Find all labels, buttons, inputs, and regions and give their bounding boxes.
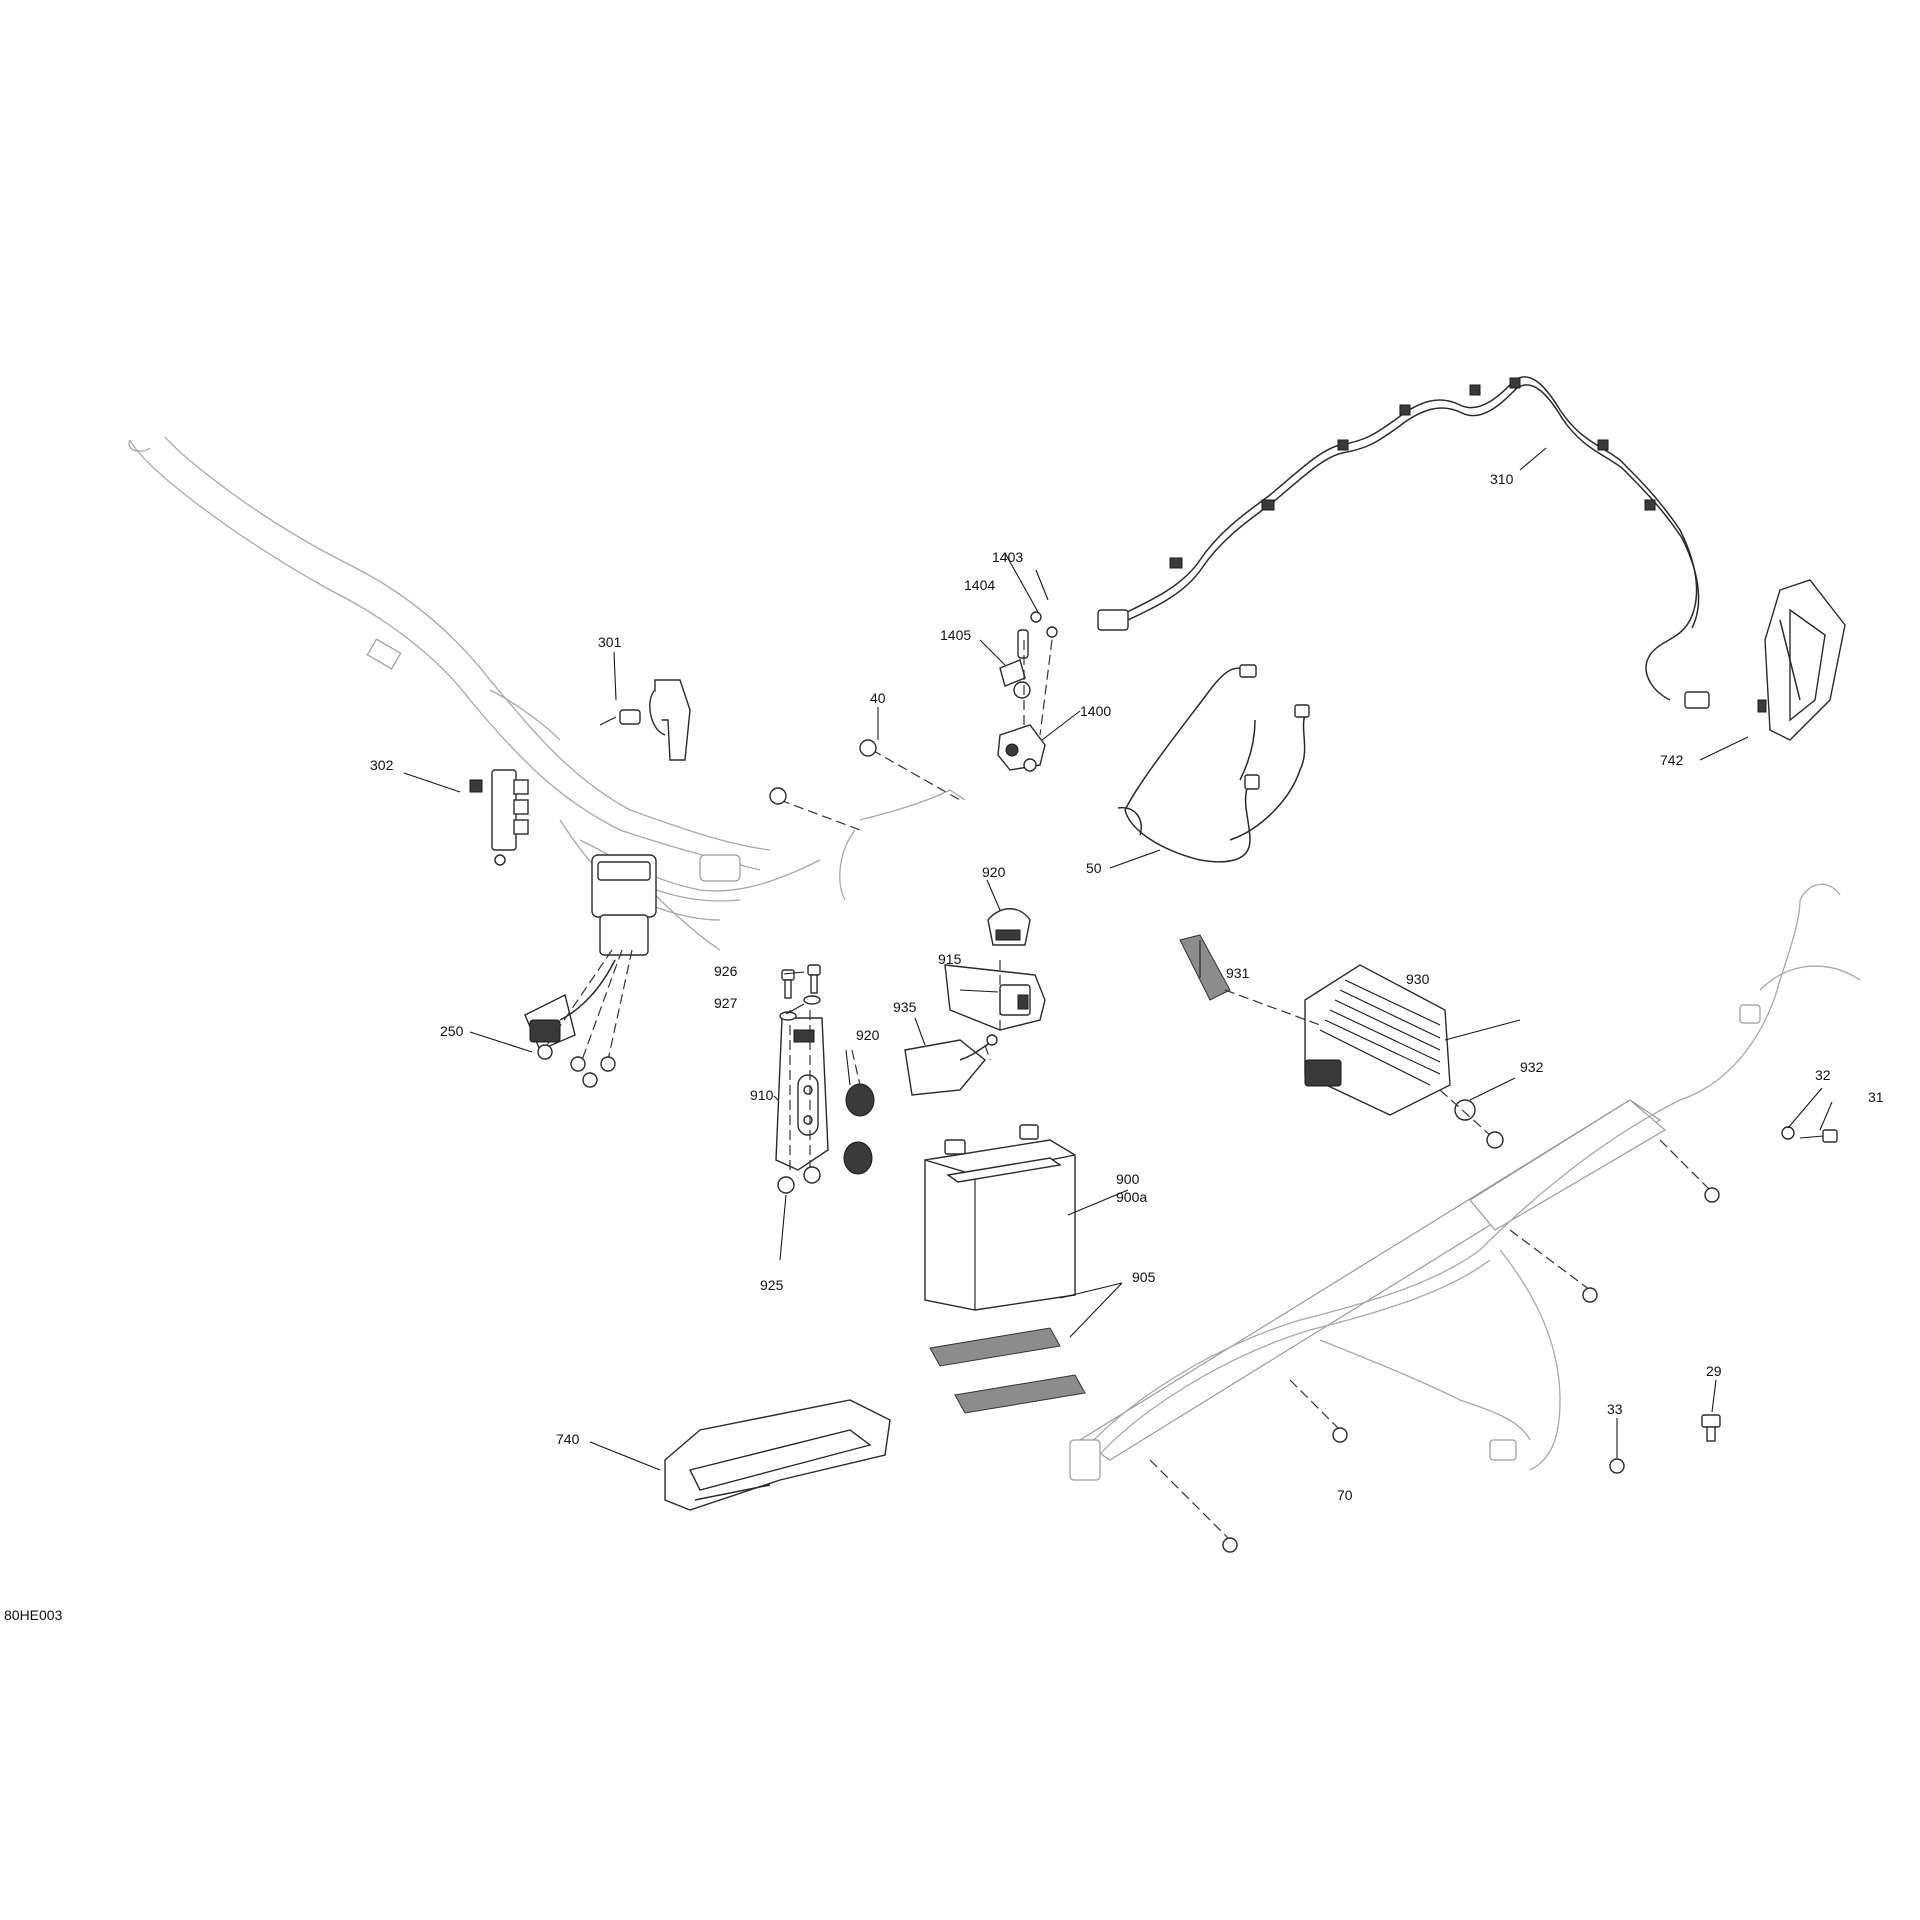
callout-925: 925 xyxy=(760,1277,784,1293)
bolt-29 xyxy=(1701,1414,1721,1442)
callout-33: 33 xyxy=(1607,1401,1623,1417)
callout-50: 50 xyxy=(1086,860,1102,876)
callout-926: 926 xyxy=(714,963,738,979)
bolt-926 xyxy=(781,964,821,999)
grommet-920-lower xyxy=(843,1049,875,1175)
callout-742: 742 xyxy=(1660,752,1684,768)
callout-900a: 900a xyxy=(1116,1189,1147,1205)
harness-310 xyxy=(1097,376,1710,709)
washer-927 xyxy=(779,995,821,1021)
callout-29: 29 xyxy=(1706,1363,1722,1379)
holder-910 xyxy=(775,1010,829,1171)
callout-1400: 1400 xyxy=(1080,703,1111,719)
battery-900 xyxy=(924,1124,1076,1311)
callout-905: 905 xyxy=(1132,1269,1156,1285)
cover-935 xyxy=(904,1034,998,1096)
callout-32: 32 xyxy=(1815,1067,1831,1083)
callout-915: 915 xyxy=(938,951,962,967)
callout-310: 310 xyxy=(1490,471,1514,487)
callout-1405: 1405 xyxy=(940,627,971,643)
nut-40 xyxy=(769,739,966,901)
callout-930: 930 xyxy=(1406,971,1430,987)
harness-50 xyxy=(1117,664,1310,863)
callout-935: 935 xyxy=(893,999,917,1015)
callout-301: 301 xyxy=(598,634,622,650)
nut-932 xyxy=(1439,1089,1504,1149)
headlight-740 xyxy=(664,1399,891,1511)
callout-1404: 1404 xyxy=(964,577,995,593)
nut-33 xyxy=(1609,1458,1625,1474)
nut-925 xyxy=(777,1166,821,1194)
leader-lines xyxy=(403,447,1833,1471)
push-rivets-250 xyxy=(537,949,633,1088)
bracket-302 xyxy=(469,769,529,866)
callout-932: 932 xyxy=(1520,1059,1544,1075)
connector-931 xyxy=(1179,934,1321,1026)
clip-301 xyxy=(599,679,691,761)
callout-31: 31 xyxy=(1868,1089,1884,1105)
grommet-920-upper xyxy=(987,908,1031,946)
washer-32 xyxy=(1781,1126,1795,1140)
callout-40: 40 xyxy=(870,690,886,706)
front-wiring-harness xyxy=(128,436,821,951)
callout-931: 931 xyxy=(1226,965,1250,981)
callout-920-mid: 920 xyxy=(856,1027,880,1043)
bracket-915 xyxy=(944,960,1046,1061)
callout-302: 302 xyxy=(370,757,394,773)
regulator-fins xyxy=(1319,979,1441,1086)
callout-927: 927 xyxy=(714,995,738,1011)
callout-1403: 1403 xyxy=(992,549,1023,565)
push-rivets-70 xyxy=(1149,1139,1720,1553)
callout-250: 250 xyxy=(440,1023,464,1039)
callout-910: 910 xyxy=(750,1087,774,1103)
callout-920-top: 920 xyxy=(982,864,1006,880)
rear-harness-70 xyxy=(1069,883,1861,1481)
regulator-930 xyxy=(1304,964,1451,1116)
tail-light-742 xyxy=(1757,579,1846,741)
ground-terminal-1400 xyxy=(997,611,1058,772)
callout-900: 900 xyxy=(1116,1171,1140,1187)
bolt-31 xyxy=(1799,1129,1838,1143)
pad-905 xyxy=(929,1327,1086,1414)
relay-box xyxy=(524,854,657,1051)
callout-740: 740 xyxy=(556,1431,580,1447)
figure-code: 80HE003 xyxy=(4,1607,63,1623)
callout-70: 70 xyxy=(1337,1487,1353,1503)
